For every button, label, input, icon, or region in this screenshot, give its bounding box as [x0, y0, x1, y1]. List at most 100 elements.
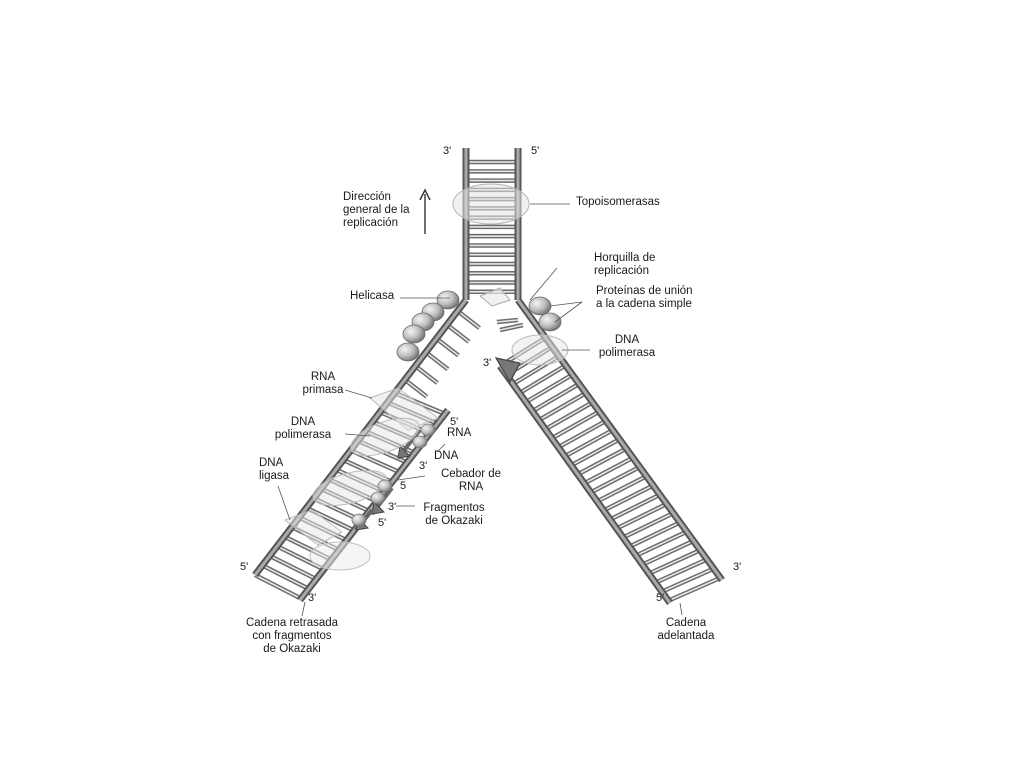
leader-line-10 [397, 475, 426, 481]
leading-rung-12-highlight [578, 448, 627, 475]
leading-rung-7-highlight [545, 401, 593, 430]
protein-sphere-0 [436, 290, 460, 310]
leader-lines [277, 188, 683, 617]
end-top-left: 3' [443, 145, 452, 157]
lagging-rung-17-highlight [269, 555, 316, 580]
leading-rung-4-highlight [525, 374, 573, 403]
lagging-ss-stub-1-highlight [446, 324, 470, 343]
lagging-ss-stub-2-highlight [435, 337, 459, 357]
rna-label: RNA [447, 427, 472, 439]
protein-sphere-6 [538, 312, 562, 332]
leading-rung-3-highlight [519, 365, 566, 394]
end-fork-inner: 3' [483, 357, 492, 369]
leading-rung-11-highlight [571, 438, 620, 466]
lagging-rung-19-highlight [254, 574, 301, 599]
direction-arrowhead [419, 188, 431, 201]
leader-line-13 [679, 602, 683, 616]
leading-rung-15-highlight [597, 475, 647, 502]
end-frag-3-a: 3' [419, 460, 428, 472]
helicasa-label: Helicasa [350, 290, 395, 302]
leading-rung-5-highlight [532, 383, 580, 412]
dna-polymerase-right-outline [511, 334, 569, 366]
lower-enzyme-outline [309, 541, 371, 571]
helicase-wedge [479, 287, 511, 307]
leading-arrowhead [494, 357, 521, 384]
leading-rung-19-highlight [623, 512, 674, 538]
okazaki-arrowhead-0 [397, 444, 412, 459]
lagging-ss-stub-0-highlight [457, 310, 481, 329]
dna-label: DNA [434, 450, 459, 462]
leading-rung-26-highlight [669, 577, 721, 601]
topoisomerase-outline [452, 183, 530, 225]
okazaki-arrowhead-1 [371, 500, 386, 515]
lagging-rung-16-highlight [276, 545, 324, 570]
protein-sphere-5 [528, 296, 552, 316]
lagging-ss-stub-3-highlight [425, 351, 449, 370]
leader-line-7 [344, 433, 371, 437]
leader-line-12 [301, 601, 306, 617]
leading-rung-16-highlight [604, 484, 654, 511]
end-frag-5-mid: 5 [400, 480, 407, 492]
end-leading-3: 3' [733, 561, 742, 573]
end-frag-3-b: 3' [388, 501, 397, 513]
okazaki-outline [312, 469, 388, 507]
leading-ss-stub-1-highlight [499, 324, 524, 331]
leader-line-9 [436, 443, 446, 453]
leader-line-8 [277, 485, 291, 521]
leading-rung-6-highlight [538, 392, 586, 421]
leader-line-3 [554, 301, 583, 323]
primer-sphere-1 [412, 435, 428, 449]
end-frag-5-low: 5' [378, 517, 387, 529]
leading-rung-25-highlight [663, 568, 714, 592]
leader-line-6 [344, 389, 373, 399]
dna-polymerase-left-outline [350, 417, 420, 457]
leading-rung-23-highlight [650, 549, 701, 574]
primer-sphere-3 [370, 491, 386, 505]
protein-sphere-4 [396, 342, 420, 362]
lagging-ss-stub-4-highlight [414, 365, 438, 384]
lagging-rung-18-highlight [262, 564, 308, 590]
primer-sphere-2 [377, 479, 393, 493]
end-frag-5-top: 5' [450, 416, 459, 428]
leader-line-2 [549, 301, 583, 307]
leading-rung-21-highlight [636, 531, 687, 556]
topoisomerasas-label: Topoisomerasas [576, 196, 660, 208]
leading-rung-8-highlight [551, 411, 600, 439]
leading-new-strand-highlight [498, 365, 672, 604]
ssb-proteins [351, 290, 562, 527]
leading-ss-stub-0-highlight [496, 319, 519, 323]
leading-rung-18-highlight [617, 503, 667, 529]
ligase-outline [283, 509, 343, 546]
leading-rung-10-highlight [565, 429, 613, 457]
leading-rung-9-highlight [558, 420, 606, 448]
leader-line-1 [529, 267, 558, 301]
lagging-ss-stub-5-highlight [404, 379, 428, 398]
end-lagging-3: 3' [308, 592, 317, 604]
leading-rung-17-highlight [610, 494, 660, 520]
leading-rung-24-highlight [656, 558, 707, 583]
protein-sphere-3 [402, 324, 426, 344]
primer-sphere-4 [351, 513, 367, 527]
enzyme-outlines [283, 183, 569, 571]
leading-rung-13-highlight [584, 457, 633, 484]
end-leading-5: 5' [656, 592, 665, 604]
leading-rung-22-highlight [643, 540, 694, 565]
end-lagging-5: 5' [240, 561, 249, 573]
leading-rung-14-highlight [591, 466, 640, 493]
primer-sphere-0 [420, 423, 436, 437]
end-top-right: 5' [531, 145, 540, 157]
leading-rung-20-highlight [630, 521, 680, 547]
